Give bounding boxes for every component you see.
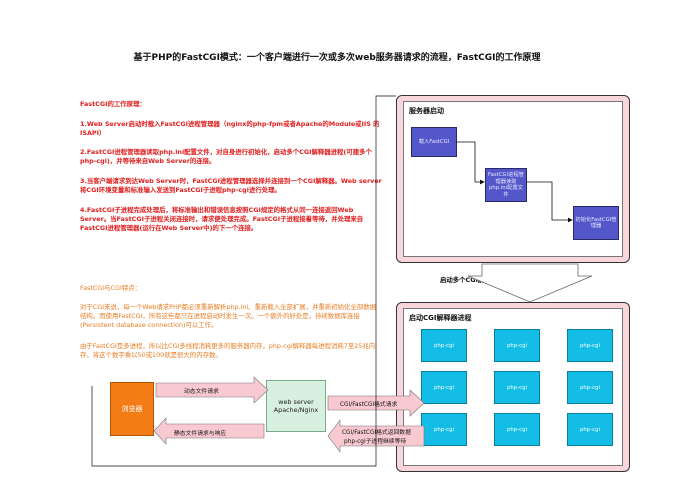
php-cgi-process: php-cgi	[567, 371, 613, 404]
php-cgi-process: php-cgi	[421, 413, 467, 446]
php-cgi-process: php-cgi	[567, 329, 613, 362]
cgi-process-title: 启动CGI解释器进程	[409, 314, 472, 322]
dynamic-request-label: 动态文件请求	[184, 389, 219, 395]
php-cgi-process: php-cgi	[567, 413, 613, 446]
cgi-return-label-1: CGI/FastCGI格式返回数据	[342, 430, 411, 436]
flow-arrow-1	[456, 141, 485, 185]
php-cgi-process: php-cgi	[421, 371, 467, 404]
static-response-arrow	[153, 417, 265, 445]
webserver-box: web server Apache/Nginx	[266, 380, 326, 432]
diagram-title: 基于PHP的FastCGI模式：一个客户端进行一次或多次web服务器请求的流程，…	[133, 53, 541, 63]
static-request-label: 静态文件请求与响应	[174, 431, 227, 437]
browser-box: 浏览器	[110, 382, 154, 436]
php-cgi-process: php-cgi	[494, 329, 540, 362]
server-start-title: 服务器启动	[409, 107, 444, 115]
features-para-2: 由于FastCGI是多进程，所以比CGI多线程消耗更多的服务器内存，php-cg…	[80, 342, 376, 360]
read-phpini-box: FastCGI进程管理器读取php.ini配置文件	[485, 168, 527, 202]
cgi-return-label-2: php-cgi子进程继续等待	[344, 439, 407, 445]
principle-step-2: 2.FastCGI进程管理器读取php.ini配置文件，对自身进行初始化，启动多…	[80, 148, 372, 166]
dynamic-request-arrow	[155, 376, 269, 404]
flow-arrow-2	[526, 181, 573, 223]
cgi-process-panel: 启动CGI解释器进程 php-cgi php-cgi php-cgi php-c…	[396, 302, 630, 472]
php-cgi-process: php-cgi	[494, 413, 540, 446]
server-start-panel: 服务器启动 载入FastCGI FastCGI进程管理器读取php.ini配置文…	[396, 95, 630, 263]
big-down-arrow	[467, 263, 593, 303]
cgi-request-label: CGI/FastCGI格式请求	[340, 402, 398, 408]
init-manager-box: 初始化FastCGI管理器	[573, 206, 619, 240]
principle-step-1: 1.Web Server启动时载入FastCGI进程管理器（nginx的php-…	[80, 120, 380, 138]
feedback-line	[91, 95, 396, 467]
principle-step-3: 3.当客户端请求到达Web Server时，FastCGI进程管理器选择并连接到…	[80, 177, 382, 195]
features-heading: FastCGI与CGI特点：	[80, 284, 142, 292]
principle-step-4: 4.FastCGI子进程完成处理后，将标准输出和错误信息按照CGI规定的格式从同…	[80, 206, 364, 233]
flow-line	[456, 141, 573, 223]
features-para-1: 对于CGI来说，每一个Web请求PHP都必须重新解析php.ini、重新载入全部…	[80, 303, 376, 330]
php-cgi-process: php-cgi	[421, 329, 467, 362]
php-cgi-process: php-cgi	[494, 371, 540, 404]
principle-heading: FastCGI的工作原理：	[80, 100, 146, 108]
